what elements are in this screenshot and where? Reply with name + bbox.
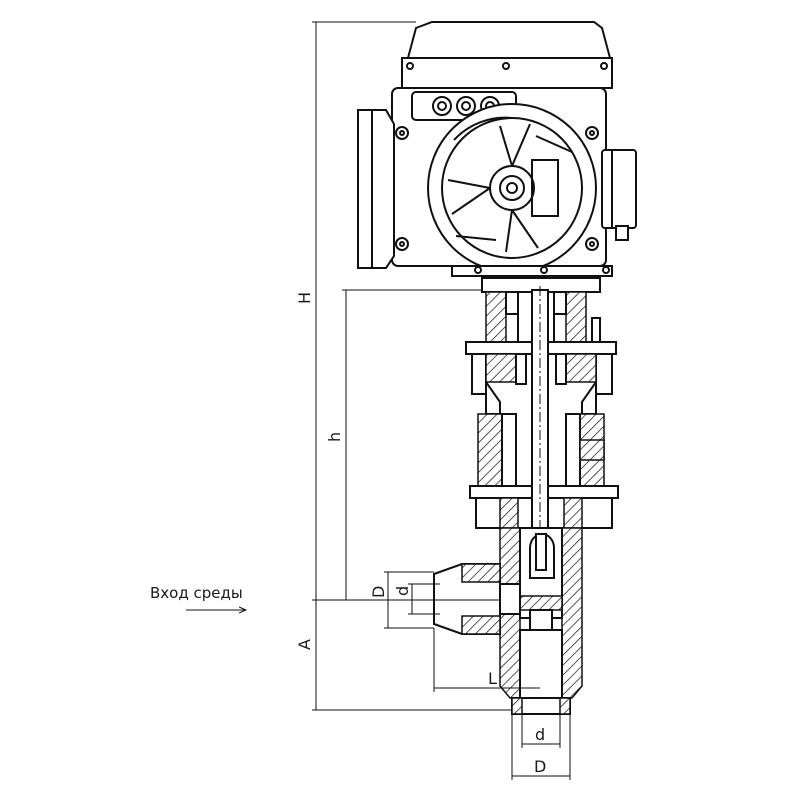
dim-label-d-inlet: d <box>393 586 412 596</box>
valve-lower-body <box>433 527 583 715</box>
dim-label-L: L <box>488 669 497 688</box>
electric-actuator <box>357 21 637 277</box>
actuator-junction-box <box>601 149 637 241</box>
dimension-lines <box>186 21 571 780</box>
dim-label-A: A <box>295 639 314 650</box>
inlet-caption: Вход среды <box>150 584 243 602</box>
dim-label-H: H <box>295 292 314 304</box>
actuator-top-cover <box>406 21 612 59</box>
dim-label-D-inlet: D <box>369 586 388 598</box>
dim-label-d-outlet: d <box>535 725 545 744</box>
dim-label-D-outlet: D <box>534 757 546 776</box>
handwheel <box>427 103 597 273</box>
actuator-left-block <box>357 109 395 269</box>
dim-label-h: h <box>325 432 344 442</box>
